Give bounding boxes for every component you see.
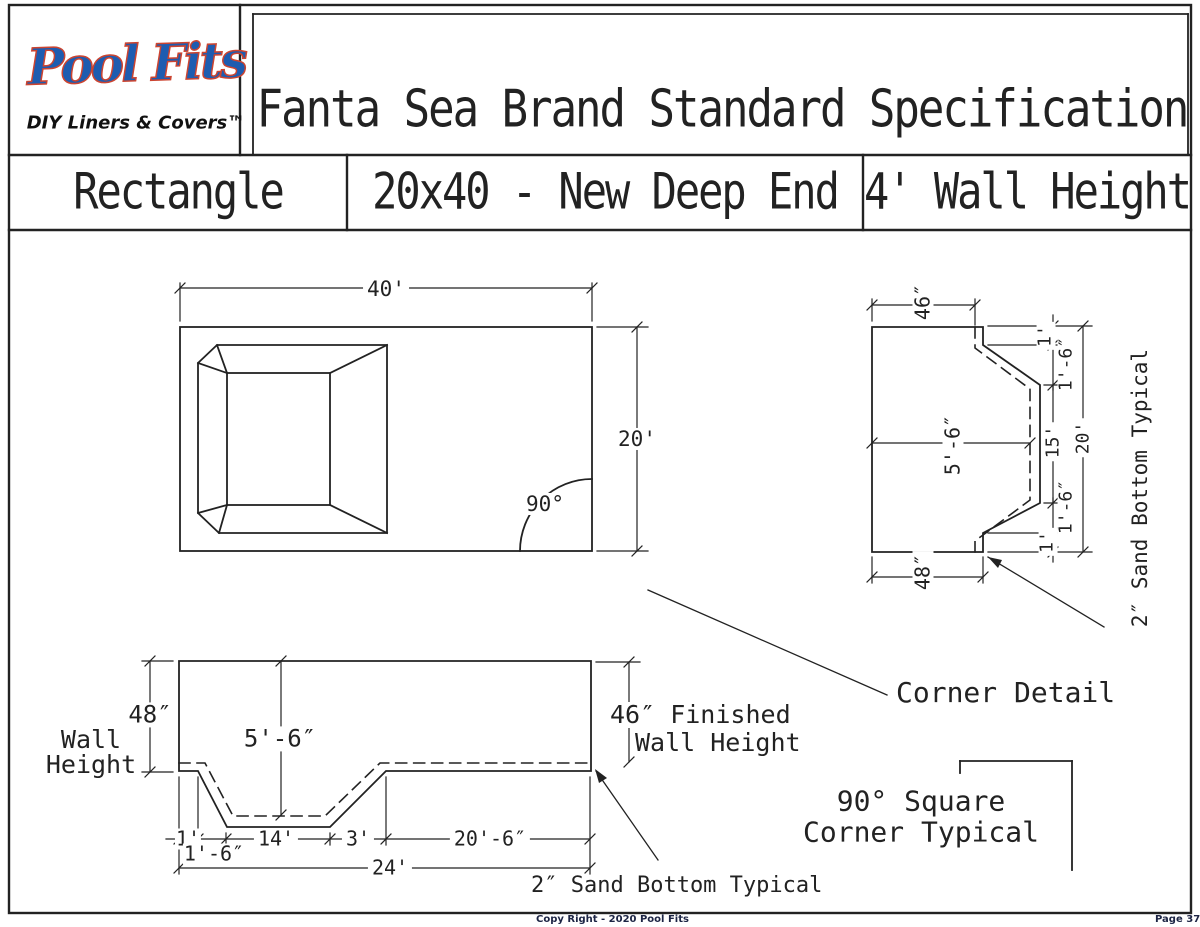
profile-wall-label-1: Wall [60,724,122,754]
profile-shallow-dim: 20'-6″ [449,828,531,850]
profile-depth-dim: 5'-6″ [239,726,321,752]
corner-floor-dim: 15' [1043,422,1064,462]
plan-corner-angle: 90° [522,493,568,515]
plan-view-drawing [179,326,593,552]
spec-size: 20x40 - New Deep End [372,162,840,221]
corner-overall-dim: 20' [1073,418,1094,458]
logo-tagline: DIY Liners & Covers™ [26,112,246,134]
profile-drawing [178,660,592,828]
corner-depth-dim: 5'-6″ [941,411,965,479]
profile-floor-dim: 14' [253,828,299,850]
corner-top-slope-dim: 1'-6″ [1056,333,1077,395]
profile-upslope-dim: 3' [341,828,375,850]
spec-wall-height: 4' Wall Height [863,162,1192,221]
corner-detail-sand-leader [987,556,1105,628]
spec-shape: Rectangle [73,162,285,221]
plan-width-dim: 20' [614,428,660,450]
page-borders [7,3,1193,915]
profile-overall-dim: 24' [367,857,413,879]
corner-finished-wall-dim: 46″ [911,280,935,324]
profile-finished-wall-1: 46″ Finished [606,701,795,729]
profile-sand-leader [595,769,659,861]
profile-wall-dim: 48″ [124,702,176,728]
corner-sand-note: 2″ Sand Bottom Typical [1128,345,1152,631]
corner-bottom-slope-dim: 1'-6″ [1056,476,1077,538]
corner-detail-leader [647,589,888,696]
square-corner-note-2: Corner Typical [802,815,1040,849]
corner-top-flat-dim: 1' [1035,322,1056,350]
square-corner-note-1: 90° Square [836,784,1006,818]
footer-page-number: Page 37 [1155,914,1200,925]
square-corner-symbol [959,760,1073,871]
profile-sand-note: 2″ Sand Bottom Typical [531,873,823,898]
profile-wall-label-2: Height [45,749,137,779]
plan-view-dimensions [174,282,649,557]
document-title: Fanta Sea Brand Standard Specification [256,79,1190,140]
profile-slope-dim: 1'-6″ [182,841,246,866]
footer-copyright: Copy Right - 2020 Pool Fits [536,914,689,925]
pool-fits-logo: Pool Fits [25,29,247,97]
plan-length-dim: 40' [363,278,409,300]
corner-detail-drawing [871,326,1041,553]
corner-panel-wall-dim: 48″ [911,550,935,594]
corner-detail-title: Corner Detail [896,676,1116,709]
corner-bottom-flat-dim: 1' [1037,528,1058,556]
title-box-border [252,13,1189,156]
profile-finished-wall-2: Wall Height [631,729,805,757]
